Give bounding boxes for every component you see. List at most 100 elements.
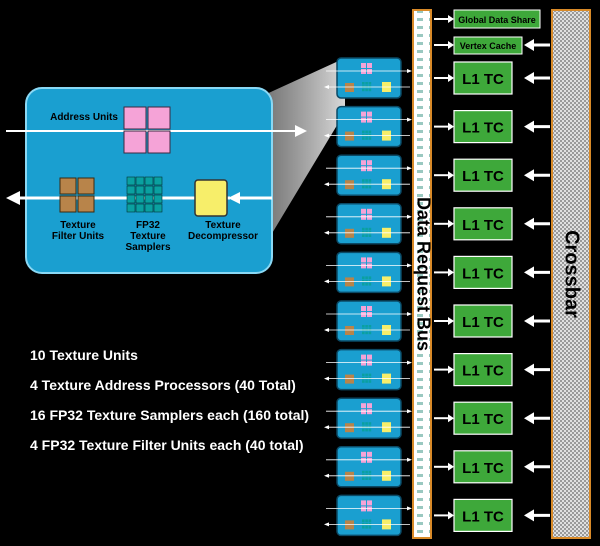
- crossbar-link-head: [524, 315, 534, 327]
- mini-sampler: [368, 519, 372, 522]
- l1tc-box: [453, 353, 513, 387]
- mini-address-unit: [367, 208, 372, 214]
- global-data-share-label: Global Data Share: [458, 15, 536, 25]
- mini-sampler: [368, 234, 372, 237]
- mini-sampler: [365, 130, 368, 134]
- crossbar-link-head: [524, 412, 534, 425]
- mini-filter-unit: [345, 520, 354, 530]
- spec-texture-units: 10 Texture Units: [30, 347, 138, 363]
- mini-sampler: [365, 526, 368, 529]
- mini-address-unit: [367, 506, 372, 512]
- mini-sampler: [365, 428, 368, 432]
- mini-sampler: [362, 234, 365, 237]
- texture-unit-row: L1 TC: [324, 397, 550, 439]
- mini-sampler: [365, 477, 368, 480]
- mini-address-unit: [361, 208, 366, 214]
- input-arrow-head: [295, 125, 307, 137]
- texture-unit-row: L1 TC: [324, 494, 550, 537]
- l1tc-link-head: [448, 317, 454, 325]
- spec-address-processors: 4 Texture Address Processors (40 Total): [30, 377, 296, 393]
- mini-address-unit: [367, 500, 372, 506]
- l1tc-box: [453, 61, 513, 95]
- mini-address-unit: [367, 214, 372, 220]
- texture-unit-row: L1 TC: [324, 348, 550, 391]
- zoom-beam: [262, 58, 345, 250]
- mini-sampler: [368, 130, 372, 134]
- texture-unit-row: L1 TC: [324, 203, 550, 245]
- mini-sampler: [368, 425, 372, 429]
- mini-address-unit: [361, 354, 366, 360]
- l1tc-link-head: [448, 365, 454, 374]
- mini-arrow-in-head: [407, 263, 412, 268]
- mini-sampler: [362, 380, 365, 383]
- crossbar-link-head: [524, 120, 534, 133]
- l1tc-box: [453, 207, 513, 241]
- mini-address-unit: [367, 306, 372, 311]
- mini-sampler: [368, 88, 372, 92]
- mini-address-unit: [361, 506, 366, 512]
- l1tc-label: L1 TC: [462, 71, 504, 88]
- mini-address-unit: [367, 63, 372, 68]
- l1tc-box: [453, 255, 513, 289]
- decompressor-input-arrow: [228, 192, 240, 204]
- mini-filter-unit: [345, 228, 354, 238]
- sampler-cell: [144, 176, 154, 186]
- mini-sampler: [368, 179, 372, 182]
- l1tc-label: L1 TC: [462, 460, 504, 477]
- crossbar-label: Crossbar: [561, 230, 583, 318]
- filter-units-label: Texture Filter Units: [51, 220, 105, 242]
- sampler-cell: [135, 176, 145, 186]
- mini-sampler: [365, 380, 368, 383]
- mini-address-unit: [367, 69, 372, 74]
- sampler-cell: [144, 203, 154, 213]
- decompressor-block: [194, 179, 228, 217]
- texture-unit-row: L1 TC: [324, 300, 550, 342]
- l1tc-link-head: [448, 122, 454, 131]
- mini-sampler: [362, 425, 365, 429]
- l1tc-link-head: [448, 74, 454, 82]
- mini-sampler: [365, 234, 368, 237]
- mini-sampler: [368, 373, 372, 377]
- samplers-label: FP32 Texture Samplers: [125, 220, 171, 253]
- mini-sampler: [368, 470, 372, 474]
- mini-address-unit: [367, 312, 372, 317]
- mini-address-unit: [367, 354, 372, 360]
- texture-unit-row: L1 TC: [324, 57, 550, 99]
- texture-unit-row: L1 TC: [324, 251, 550, 294]
- sampler-cell: [144, 185, 154, 195]
- crossbar-link-head: [524, 509, 534, 522]
- mini-arrow-out-head: [324, 473, 329, 478]
- l1tc-link-head: [448, 219, 454, 228]
- mini-sampler: [365, 470, 368, 474]
- mini-address-unit: [367, 257, 372, 263]
- mini-address-unit: [361, 69, 366, 74]
- mini-sampler: [368, 227, 372, 231]
- texture-unit-row: L1 TC: [324, 446, 550, 488]
- mini-address-unit: [361, 263, 366, 269]
- mini-address-unit: [367, 166, 372, 172]
- l1tc-link-head: [448, 462, 454, 471]
- mini-address-unit: [361, 160, 366, 166]
- mini-arrow-in-head: [407, 312, 412, 316]
- mini-arrow-in-head: [407, 506, 412, 511]
- l1tc-box: [453, 450, 513, 484]
- mini-sampler: [368, 422, 372, 425]
- mini-address-unit: [367, 160, 372, 166]
- spec-list: 10 Texture Units 4 Texture Address Proce…: [30, 340, 309, 460]
- texture-unit-row: L1 TC: [324, 154, 550, 196]
- mini-sampler: [368, 137, 372, 140]
- mini-sampler: [365, 185, 368, 189]
- mini-sampler: [365, 82, 368, 85]
- mini-address-unit: [367, 360, 372, 366]
- mini-sampler: [368, 526, 372, 529]
- mini-address-unit: [361, 111, 366, 117]
- vertex-cache-box: [453, 36, 523, 55]
- mini-address-unit: [361, 360, 366, 366]
- mini-sampler: [362, 331, 365, 335]
- mini-sampler: [368, 380, 372, 383]
- address-units-grid: [123, 106, 171, 154]
- mini-address-unit: [361, 451, 366, 457]
- sampler-cell: [135, 203, 145, 213]
- mini-sampler: [368, 283, 372, 286]
- data-request-bus: [412, 9, 432, 539]
